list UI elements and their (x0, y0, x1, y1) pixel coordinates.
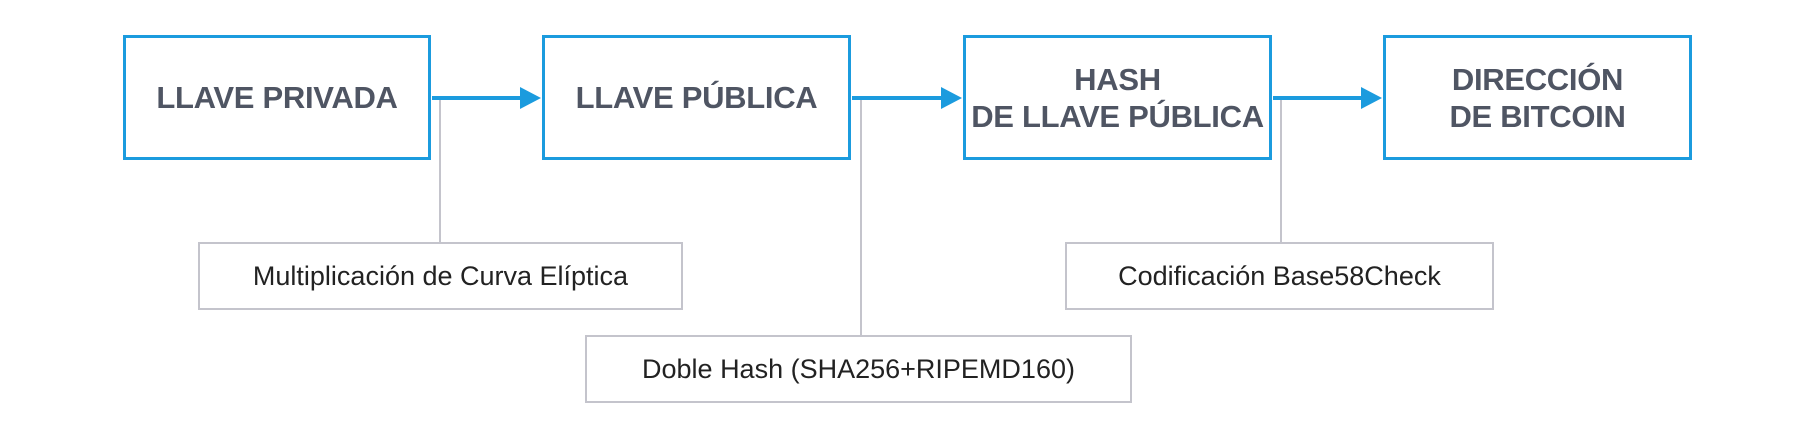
process-label: Multiplicación de Curva Elíptica (252, 260, 629, 291)
stage-llave-privada: LLAVE PRIVADA (123, 35, 431, 160)
stage-label: LLAVE PRIVADA (156, 80, 398, 115)
stage-label: HASH DE LLAVE PÚBLICA (971, 61, 1264, 134)
stage-direccion-bitcoin: DIRECCIÓN DE BITCOIN (1383, 35, 1692, 160)
arrow-privada-to-publica (432, 87, 541, 109)
arrow-publica-to-hash (852, 87, 962, 109)
stage-hash-llave-publica: HASH DE LLAVE PÚBLICA (963, 35, 1272, 160)
process-label: Codificación Base58Check (1118, 260, 1441, 291)
process-base58check: Codificación Base58Check (1065, 242, 1494, 310)
arrow-hash-to-direccion (1273, 87, 1382, 109)
stage-label: DIRECCIÓN DE BITCOIN (1449, 61, 1626, 134)
process-curva-eliptica: Multiplicación de Curva Elíptica (198, 242, 683, 310)
stage-label: LLAVE PÚBLICA (575, 80, 818, 115)
process-doble-hash: Doble Hash (SHA256+RIPEMD160) (585, 335, 1132, 403)
stage-llave-publica: LLAVE PÚBLICA (542, 35, 851, 160)
process-label: Doble Hash (SHA256+RIPEMD160) (642, 353, 1075, 384)
